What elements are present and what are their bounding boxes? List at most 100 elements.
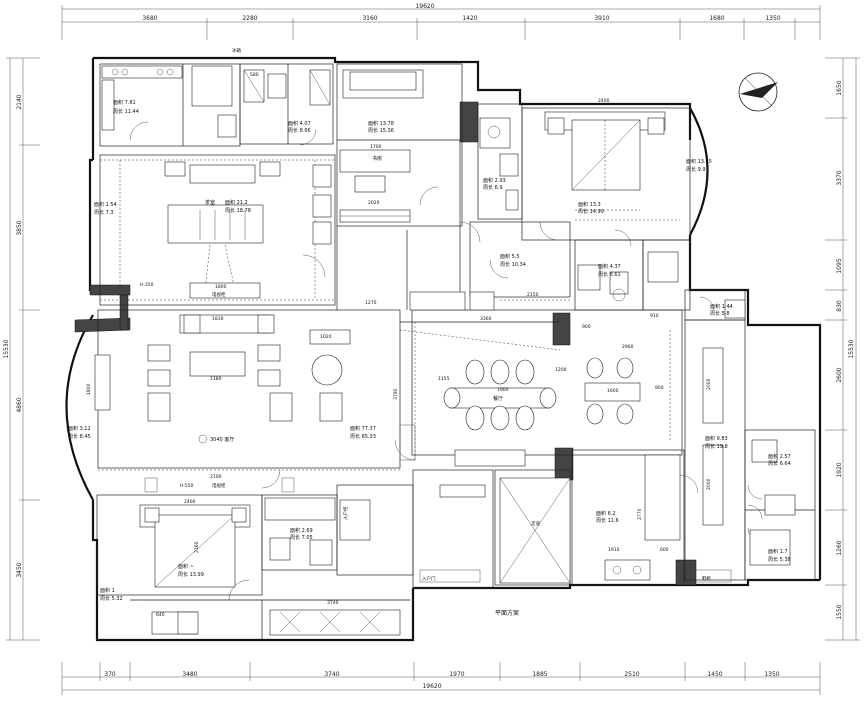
left-dim-1: 2140 [16, 94, 23, 109]
top-dim-7: 1350 [765, 15, 780, 22]
right-dim-6: 1920 [836, 462, 843, 477]
dim-910: 910 [650, 313, 659, 319]
dim-3740: 3740 [327, 600, 339, 606]
top-dim-6: 1680 [709, 15, 724, 22]
bath-bed2-area: 面积 2.69 [290, 527, 313, 534]
bay-bed2-area: 面积 1 [100, 587, 115, 594]
overall-bottom-dim: 19620 [422, 683, 441, 690]
living-area: 面积 77.37 [350, 425, 376, 432]
h-note-2: H:550 [180, 483, 194, 489]
bath-top-perim: 周长 8.66 [288, 127, 311, 134]
right-hall-fixtures [702, 299, 796, 566]
bottom-dimension-line: 370 3480 3740 1970 1885 2510 1450 1350 1… [61, 662, 821, 695]
dim-2150: 2150 [527, 292, 539, 298]
left-dim-2: 3850 [16, 220, 23, 235]
dim-600: 600 [660, 547, 669, 553]
corridor-perim: 周长 10.34 [500, 261, 526, 268]
master-bed-area: 面积 13.3 [578, 201, 601, 208]
right-dimension-line: 1650 3370 1095 830 2600 1920 1260 1550 1… [825, 57, 860, 641]
top-dim-3: 3160 [362, 15, 377, 22]
master-bed-perim: 周长 14.99 [578, 208, 604, 215]
kitchen2-fixtures [454, 449, 681, 584]
dim-1155: 1155 [438, 376, 450, 382]
door-swings [129, 121, 763, 601]
dim-3790: 3790 [393, 388, 399, 400]
kitchen2-area: 面积 6.2 [596, 510, 616, 517]
bottom-dim-4: 1970 [449, 671, 464, 678]
bottom-dim-2: 3480 [182, 671, 197, 678]
dim-800: 800 [655, 385, 664, 391]
family-perim: 周长 18.78 [225, 207, 251, 214]
dim-1800v: 1800 [86, 383, 92, 395]
dim-900: 900 [582, 324, 591, 330]
overall-top-dim: 19620 [415, 3, 434, 10]
study-perim: 周长 15.36 [368, 127, 394, 134]
bed2-perim: 周长 13.99 [178, 571, 204, 578]
dim-2020: 2020 [368, 200, 380, 206]
wc-right-perim: 周长 5.8 [710, 310, 730, 317]
dim-1180: 1180 [210, 376, 222, 382]
bath-top-area: 面积 4.07 [288, 120, 311, 127]
wc-right-area: 面积 1.44 [710, 303, 733, 310]
bottom-dim-1: 370 [104, 671, 116, 678]
bath-mid-perim: 周长 8.61 [598, 271, 621, 278]
bay-bed2-perim: 周长 5.32 [100, 595, 123, 602]
top-dim-2: 2280 [242, 15, 257, 22]
bottom-dim-8: 1350 [764, 671, 779, 678]
dim-580: 580 [250, 72, 259, 78]
right-dim-2: 3370 [836, 170, 843, 185]
plan-title: 平面方案 [495, 609, 519, 617]
dim-1830: 1830 [212, 316, 224, 322]
bay-left-area: 面积 1.54 [94, 201, 117, 208]
hallway-label: 走道 [531, 520, 540, 527]
left-dim-3: 4860 [16, 397, 23, 412]
closet-fixtures [409, 251, 679, 311]
cabinet-label: 入户柜 [342, 506, 349, 520]
shoe-label: 鞋柜 [702, 575, 711, 582]
tv-cabinet: 电视柜 [212, 291, 226, 298]
bottom-dim-3: 3740 [324, 671, 339, 678]
bath-right2-area: 面积 1.7 [768, 548, 788, 555]
kitchen-area: 面积 7.81 [113, 99, 136, 106]
bed2-area: 面积 ~ [178, 563, 194, 570]
tv-cabinet-2: 电视柜 [212, 482, 226, 489]
right-dim-1: 1650 [836, 80, 843, 95]
bottom-dim-7: 1450 [707, 671, 722, 678]
kitchen2-perim: 周长 11.6 [596, 517, 619, 524]
dim-2400-top: 2400 [598, 98, 610, 104]
bay-left-perim: 周长 7.3 [94, 209, 114, 216]
dim-1600: 1600 [607, 388, 619, 394]
corridor-area: 面积 5.5 [500, 253, 520, 260]
bath-right1-area: 面积 2.57 [768, 453, 791, 460]
dim-2000b: 2000 [706, 478, 712, 490]
dim-3360: 3360 [480, 316, 492, 322]
kitchen-perim: 周长 11.44 [113, 108, 139, 115]
overall-right-dim: 15530 [848, 339, 855, 358]
left-dimension-line: 2140 3850 4860 3450 15530 [3, 57, 40, 641]
dim-1020: 1020 [320, 334, 332, 340]
bottom-dim-5: 1885 [532, 671, 547, 678]
dim-1270: 1270 [365, 300, 377, 306]
bed2-furniture [139, 484, 486, 636]
master-bath-area: 面积 2.93 [483, 177, 506, 184]
dim-1900: 1900 [497, 387, 509, 393]
dim-1910: 1910 [608, 547, 620, 553]
living-room-furniture [94, 314, 351, 444]
dim-1800: 1800 [215, 284, 227, 290]
study-area: 面积 13.78 [368, 120, 394, 127]
dining-name: 餐厅 [493, 395, 503, 402]
north-arrow-icon [738, 72, 778, 112]
top-dim-4: 1420 [462, 15, 477, 22]
misc-symbols [144, 424, 732, 583]
master-bay-area: 面积 13.45 [686, 158, 712, 165]
living-perim: 周长 65.33 [350, 433, 376, 440]
h-note: H:350 [140, 282, 154, 288]
dim-640: 640 [156, 612, 165, 618]
fridge-label: 冰箱 [232, 47, 241, 54]
master-bed: 2400 [544, 98, 666, 211]
family-name: 茶室 [205, 199, 215, 206]
right-dim-7: 1260 [836, 540, 843, 555]
dim-2000a: 2000 [706, 378, 712, 390]
right-dim-4: 830 [836, 300, 843, 312]
